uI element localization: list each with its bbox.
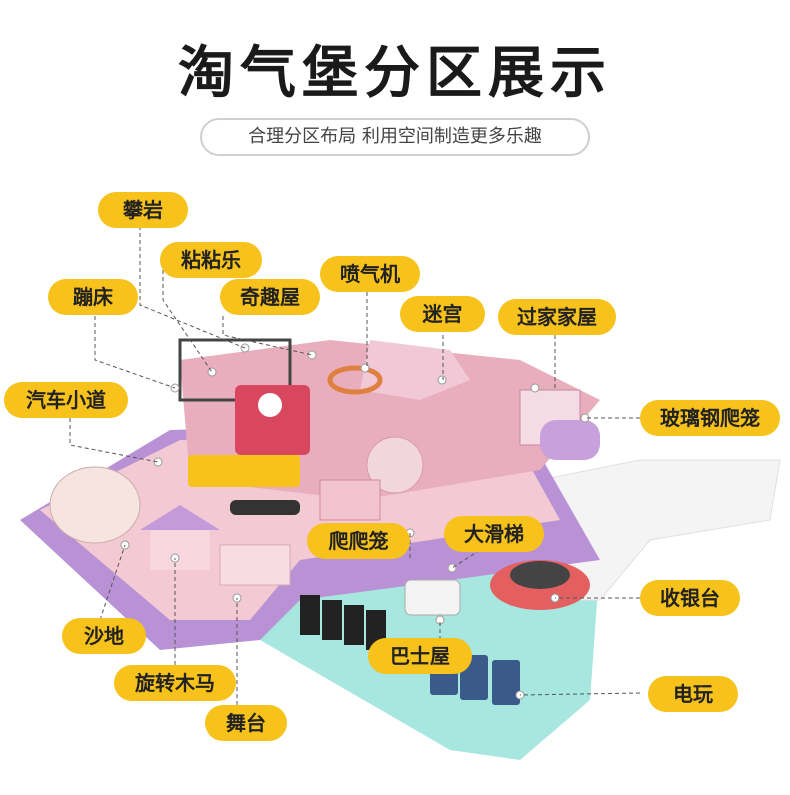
glass-cage [540, 420, 600, 460]
car-track [230, 500, 300, 515]
label-fun-house: 奇趣屋 [220, 279, 320, 315]
cashier-top [510, 561, 570, 589]
label-stage: 舞台 [205, 705, 287, 741]
stage-area [219, 544, 291, 586]
air-gun-ring [327, 365, 383, 395]
subtitle-pill: 合理分区布局 利用空间制造更多乐趣 [200, 118, 590, 156]
carousel-body [150, 530, 210, 570]
label-carousel: 旋转木马 [114, 665, 236, 701]
label-trampoline: 蹦床 [48, 279, 138, 315]
fun-house-logo [258, 393, 282, 417]
page-title: 淘气堡分区展示 [178, 41, 612, 106]
label-crawl-cage: 爬爬笼 [307, 523, 410, 559]
label-cashier: 收银台 [640, 580, 740, 616]
sand-dome [49, 466, 141, 544]
slide-base [404, 579, 461, 616]
label-arcade: 电玩 [648, 676, 738, 712]
label-air-gun: 喷气机 [320, 256, 420, 292]
carousel-roof [140, 505, 220, 530]
fun-house [235, 385, 310, 455]
leader-lines [69, 226, 641, 705]
logo-placeholder [188, 455, 300, 487]
label-climb: 攀岩 [98, 192, 188, 228]
label-car-lane: 汽车小道 [4, 382, 128, 418]
maze-structure [360, 340, 470, 400]
label-bus-house: 巴士屋 [368, 638, 472, 674]
label-big-slide: 大滑梯 [444, 516, 544, 552]
crawl-cage [319, 479, 381, 521]
label-maze: 迷宫 [400, 296, 485, 332]
dome [366, 436, 424, 494]
label-playhouse: 过家家屋 [498, 299, 616, 335]
label-sticky: 粘粘乐 [160, 242, 262, 278]
label-glass-cage: 玻璃钢爬笼 [640, 400, 780, 436]
label-sandpit: 沙地 [62, 618, 146, 654]
